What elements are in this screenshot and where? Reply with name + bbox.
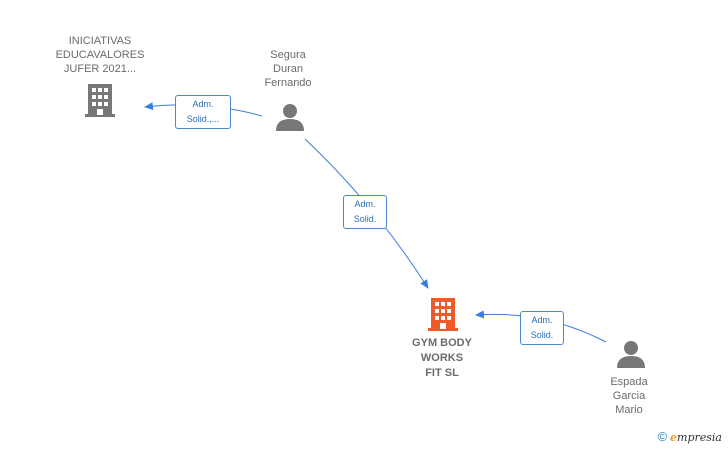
- person-icon[interactable]: [617, 341, 645, 368]
- edge-label-segura-iniciativas[interactable]: Adm. Solid.,...: [175, 95, 231, 129]
- brand-initial: e: [670, 431, 678, 444]
- edge-label-segura-gym[interactable]: Adm. Solid.: [343, 195, 387, 229]
- brand-watermark: ©empresia: [657, 429, 722, 444]
- node-label-segura[interactable]: Segura Duran Fernando: [264, 49, 312, 89]
- building-icon[interactable]: [85, 84, 115, 117]
- node-label-gym[interactable]: GYM BODY WORKS FIT SL: [412, 337, 472, 379]
- copyright-icon: ©: [657, 429, 668, 444]
- node-label-espada[interactable]: Espada Garcia Mario: [610, 376, 648, 416]
- brand-name: mpresia: [677, 431, 722, 444]
- edge-label-espada-gym[interactable]: Adm. Solid.: [520, 311, 564, 345]
- node-label-iniciativas[interactable]: INICIATIVAS EDUCAVALORES JUFER 2021...: [55, 35, 145, 75]
- building-icon[interactable]: [428, 298, 458, 331]
- person-icon[interactable]: [276, 104, 304, 131]
